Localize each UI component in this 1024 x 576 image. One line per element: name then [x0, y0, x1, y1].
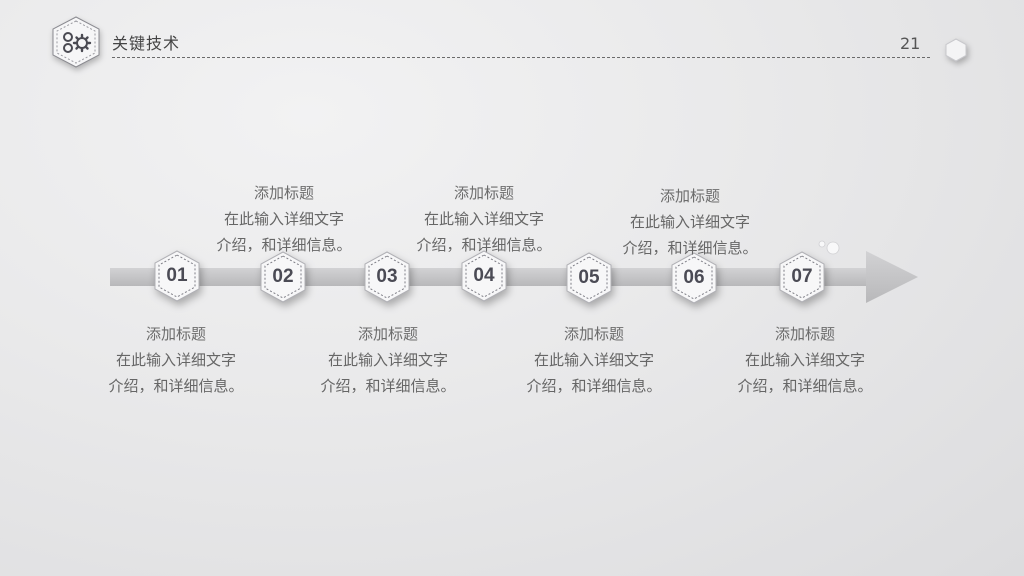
timeline-node-01: 01 [152, 249, 202, 303]
step-desc-line1: 在此输入详细文字 [115, 351, 236, 369]
decorative-dots [816, 236, 846, 256]
step-text-01: 添加标题 在此输入详细文字 介绍，和详细信息。 [86, 321, 266, 399]
step-text-04: 添加标题 在此输入详细文字 介绍，和详细信息。 [394, 180, 574, 258]
step-title: 添加标题 [774, 325, 835, 343]
timeline-node-03: 03 [362, 250, 412, 304]
node-number: 06 [683, 267, 705, 288]
header-divider [112, 57, 930, 58]
step-desc-line1: 在此输入详细文字 [223, 210, 344, 228]
step-desc-line1: 在此输入详细文字 [327, 351, 448, 369]
step-desc-line2: 介绍，和详细信息。 [526, 377, 662, 395]
step-title: 添加标题 [145, 325, 206, 343]
node-number: 01 [166, 265, 188, 286]
timeline-node-06: 06 [669, 251, 719, 305]
node-number: 02 [272, 266, 294, 287]
step-desc-line2: 介绍，和详细信息。 [622, 239, 758, 257]
step-text-05: 添加标题 在此输入详细文字 介绍，和详细信息。 [504, 321, 684, 399]
step-text-07: 添加标题 在此输入详细文字 介绍，和详细信息。 [715, 321, 895, 399]
step-desc-line1: 在此输入详细文字 [744, 351, 865, 369]
step-desc-line2: 介绍，和详细信息。 [737, 377, 873, 395]
page-number: 21 [900, 34, 921, 53]
step-title: 添加标题 [253, 184, 314, 202]
node-number: 03 [376, 266, 398, 287]
node-number: 05 [578, 267, 600, 288]
step-title: 添加标题 [357, 325, 418, 343]
corner-hexagon-decoration [944, 38, 968, 62]
timeline-node-02: 02 [258, 250, 308, 304]
step-text-06: 添加标题 在此输入详细文字 介绍，和详细信息。 [600, 183, 780, 261]
timeline-node-07: 07 [777, 250, 827, 304]
step-desc-line1: 在此输入详细文字 [629, 213, 750, 231]
step-desc-line2: 介绍，和详细信息。 [416, 236, 552, 254]
node-number: 07 [791, 266, 813, 287]
timeline-node-05: 05 [564, 251, 614, 305]
step-title: 添加标题 [453, 184, 514, 202]
step-desc-line2: 介绍，和详细信息。 [320, 377, 456, 395]
page-title: 关键技术 [112, 34, 181, 53]
node-number: 04 [473, 265, 495, 286]
step-text-03: 添加标题 在此输入详细文字 介绍，和详细信息。 [298, 321, 478, 399]
step-title: 添加标题 [659, 187, 720, 205]
step-desc-line1: 在此输入详细文字 [423, 210, 544, 228]
step-title: 添加标题 [563, 325, 624, 343]
step-text-02: 添加标题 在此输入详细文字 介绍，和详细信息。 [194, 180, 374, 258]
step-desc-line1: 在此输入详细文字 [533, 351, 654, 369]
step-desc-line2: 介绍，和详细信息。 [216, 236, 352, 254]
step-desc-line2: 介绍，和详细信息。 [108, 377, 244, 395]
timeline-node-04: 04 [459, 249, 509, 303]
gears-icon [50, 15, 102, 69]
